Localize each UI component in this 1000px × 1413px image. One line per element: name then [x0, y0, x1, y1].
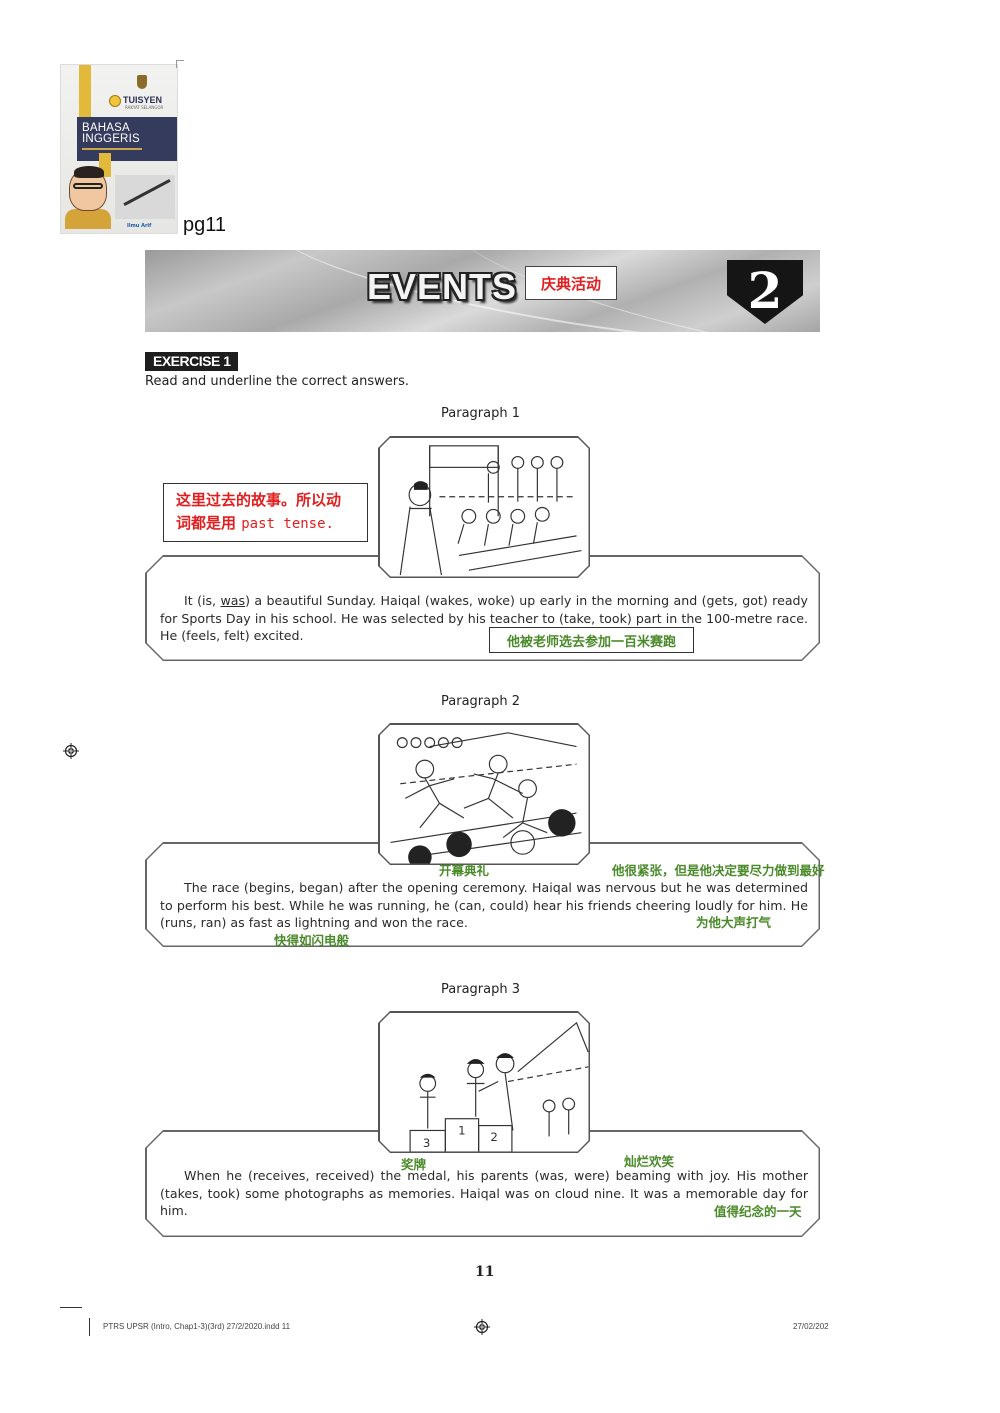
- opening-ceremony-note: 开幕典礼: [439, 863, 490, 878]
- paragraph-1-textbox: [145, 555, 820, 661]
- cover-title-line1: BAHASA: [82, 122, 130, 134]
- paragraph-2-text: The race (begins, began) after the openi…: [160, 880, 808, 930]
- fast-as-lightning-note: 快得如闪电般: [274, 933, 350, 948]
- glasses-icon: [73, 183, 103, 189]
- svg-text:2: 2: [490, 1130, 497, 1144]
- medal-podium-icon: 3 1 2: [380, 1013, 589, 1152]
- paragraph-1-text: It (is, was) a beautiful Sunday. Haiqal …: [160, 593, 808, 643]
- crop-mark: [89, 1318, 90, 1336]
- past-tense-note-line1: 这里过去的故事。所以动: [176, 491, 342, 509]
- cheering-note: 为他大声打气: [696, 915, 772, 930]
- page-label: pg11: [183, 214, 227, 236]
- registration-mark-icon: [474, 1319, 490, 1335]
- caricature-face: [69, 166, 107, 211]
- paragraph-2-heading: Paragraph 2: [441, 694, 520, 709]
- underlined-answer: was: [220, 593, 246, 608]
- cover-brand-sub: RAKYAT SELANGOR: [125, 105, 164, 110]
- crest-icon: [137, 75, 147, 89]
- exercise-tag: EXERCISE 1: [145, 352, 239, 371]
- svg-text:3: 3: [422, 1136, 429, 1150]
- crop-mark: [60, 1307, 82, 1308]
- lightbulb-icon: [109, 95, 121, 107]
- chapter-banner: EVENTS 庆典活动 2: [145, 250, 820, 332]
- cover-brand: TUISYEN: [123, 95, 163, 105]
- caricature-shirt: [65, 209, 111, 229]
- chapter-number: 2: [747, 260, 783, 320]
- paragraph-2-illustration: [378, 723, 590, 865]
- registration-mark-icon: [63, 743, 79, 759]
- paragraph-1-heading: Paragraph 1: [441, 406, 520, 421]
- exercise-instruction: Read and underline the correct answers.: [145, 374, 410, 389]
- past-tense-note: 这里过去的故事。所以动 词都是用 past tense.: [163, 483, 368, 542]
- book-cover-thumbnail: TUISYEN RAKYAT SELANGOR BAHASA INGGERIS …: [60, 64, 178, 234]
- medal-note: 奖牌: [401, 1157, 427, 1172]
- cover-divider: [82, 148, 142, 150]
- paragraph-3-textbox: [145, 1130, 820, 1237]
- page-number: 11: [475, 1264, 495, 1280]
- paragraph-3-illustration: 3 1 2: [378, 1011, 590, 1153]
- memorable-day-note: 值得纪念的一天: [714, 1204, 802, 1219]
- past-tense-term: past tense.: [241, 516, 334, 532]
- print-date: 27/02/202: [793, 1322, 829, 1331]
- paragraph-3-heading: Paragraph 3: [441, 982, 520, 997]
- print-slug: PTRS UPSR (Intro, Chap1-3)(3rd) 27/2/202…: [103, 1322, 291, 1331]
- svg-text:1: 1: [458, 1123, 465, 1137]
- cover-publisher: Ilmu Arif: [127, 223, 152, 229]
- beaming-note: 灿烂欢笑: [624, 1154, 675, 1169]
- crop-corner-mark: [176, 60, 184, 68]
- chapter-title-chinese: 庆典活动: [525, 266, 617, 300]
- paragraph-1-translation-note: 他被老师选去参加一百米赛跑: [489, 627, 694, 653]
- past-tense-note-line2: 词都是用 past tense.: [176, 514, 334, 532]
- cover-gold-stripe: [79, 65, 91, 121]
- cover-title-line2: INGGERIS: [82, 133, 140, 145]
- cover-title-band: BAHASA INGGERIS: [77, 117, 177, 161]
- chapter-title: EVENTS: [367, 266, 518, 307]
- nervous-determined-note: 他很紧张，但是他决定要尽力做到最好: [612, 863, 825, 878]
- paragraph-1-illustration: [378, 436, 590, 578]
- sports-day-start-line-icon: [380, 438, 589, 577]
- running-race-icon: [380, 725, 589, 864]
- paragraph-2-textbox: [145, 842, 820, 947]
- paragraph-3-text: When he (receives, received) the medal, …: [160, 1168, 808, 1218]
